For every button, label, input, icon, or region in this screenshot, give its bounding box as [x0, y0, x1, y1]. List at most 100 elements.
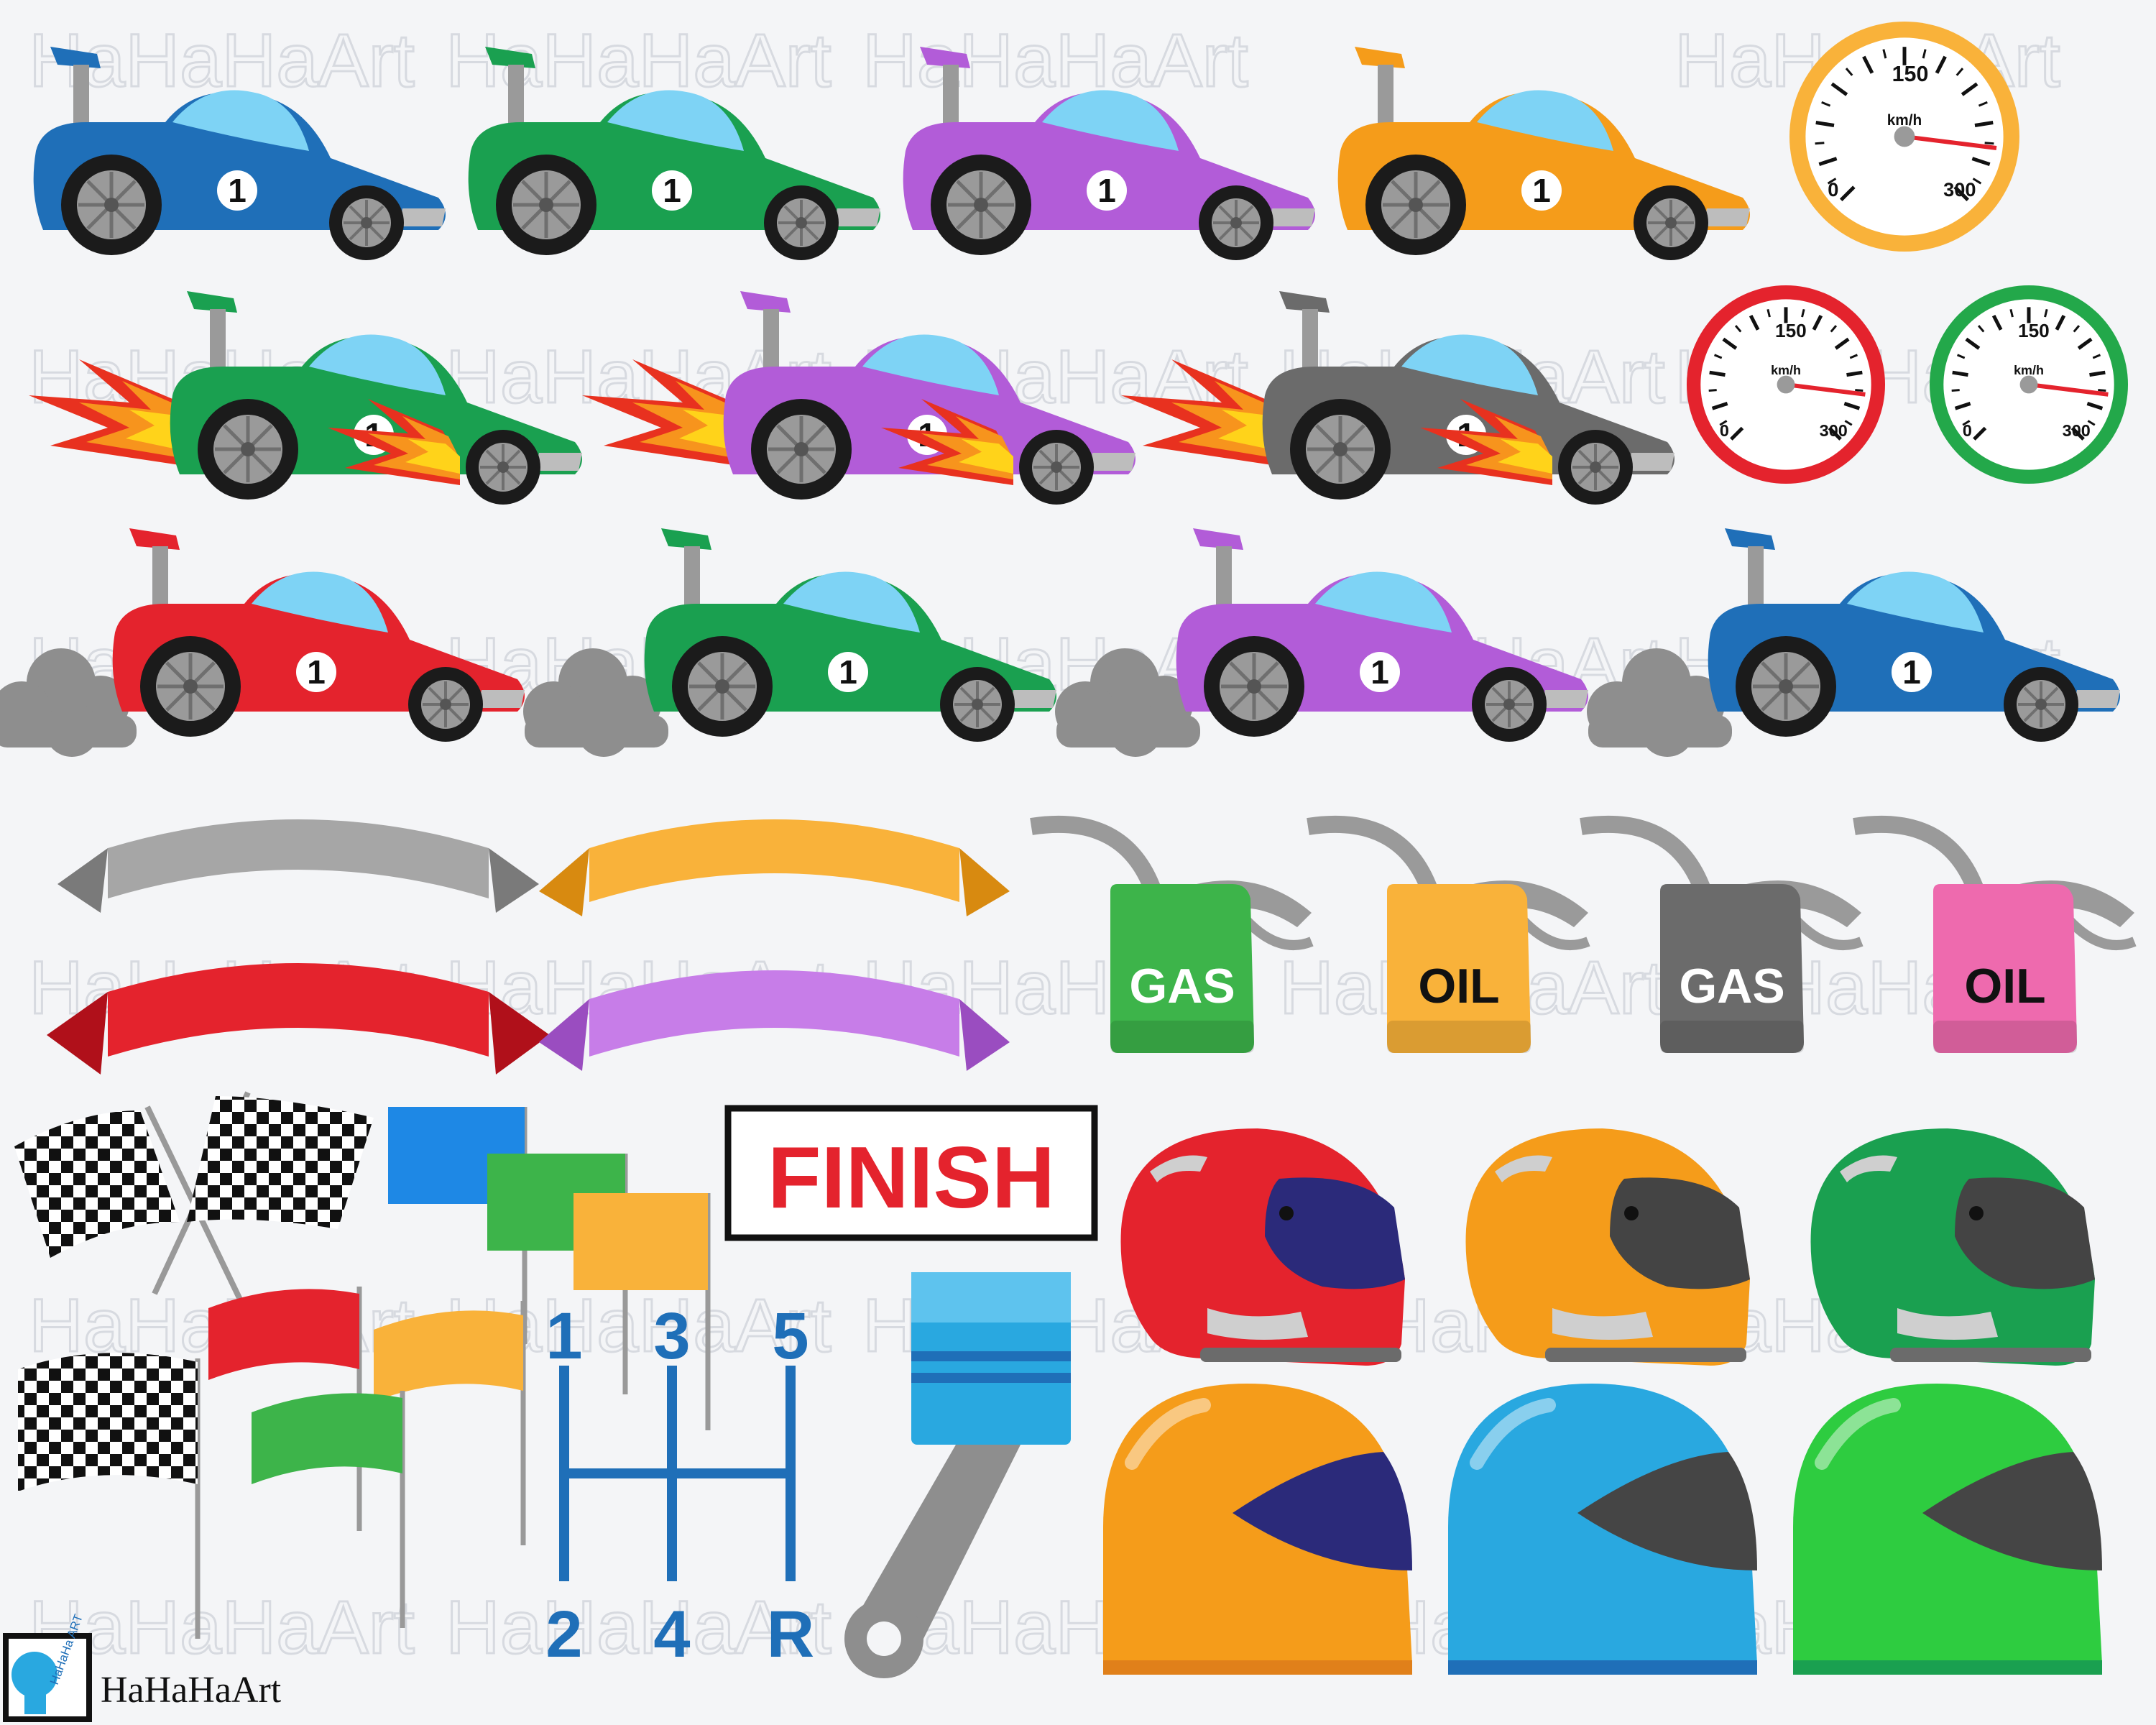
car-front-wheel — [763, 184, 840, 262]
brand-logo: HaHaHa ART — [3, 1612, 92, 1722]
gauge-tick — [2087, 420, 2096, 426]
gauge-tick — [2092, 354, 2101, 359]
gauge-unit-label: km/h — [2014, 363, 2044, 377]
helmet-visor — [1265, 1177, 1405, 1289]
full-face-helmet — [1120, 1128, 1405, 1366]
gauge-unit-label: km/h — [1887, 112, 1922, 129]
brand-name: HaHaHaArt — [101, 1670, 282, 1711]
fuel-can-body — [1660, 884, 1804, 1053]
gauge-tick — [1846, 370, 1863, 377]
spoiler-post — [508, 65, 524, 126]
helmet-visor — [1577, 1452, 1757, 1570]
fuel-hose — [1853, 816, 1985, 895]
car-number-disc — [652, 170, 692, 211]
car-rear-wheel — [1290, 399, 1391, 500]
ribbon-gray — [57, 819, 539, 913]
helmet-visor — [1233, 1452, 1412, 1570]
gauge-mid-label: 150 — [2018, 320, 2050, 341]
waving-checkered-flag — [18, 1353, 201, 1639]
car-nose-tip — [834, 208, 880, 226]
spoiler-post — [763, 309, 779, 370]
gear-4: 4 — [653, 1598, 690, 1671]
car-rear-wheel — [61, 155, 162, 255]
gauge-tick — [1991, 314, 2003, 331]
gauge-tick — [1749, 314, 1760, 331]
gauge-tick — [1862, 55, 1874, 74]
car-windshield — [862, 334, 999, 395]
gauge-tick — [1830, 82, 1848, 96]
car-number: 1 — [307, 653, 326, 691]
car-spoiler — [661, 528, 711, 550]
car-windshield — [252, 571, 388, 632]
gauge-tick — [1955, 68, 1964, 76]
gauge-tick — [1971, 157, 1991, 166]
car-spoiler — [740, 291, 791, 313]
gear-shift-diagram — [559, 1366, 796, 1581]
gauge-tick — [1834, 337, 1850, 350]
gauge-hub — [2019, 375, 2038, 394]
watermark-text: HaHaHaArt — [446, 1586, 831, 1670]
car-spoiler — [1355, 47, 1405, 68]
car-number: 1 — [1370, 653, 1389, 691]
car-number-disc — [1892, 652, 1932, 692]
gauge-tick — [1978, 101, 1988, 107]
gauge-tick — [2089, 370, 2106, 377]
gauge-tick — [1709, 370, 1726, 377]
gauge-needle — [2028, 382, 2109, 397]
gauge-tick — [1815, 142, 1825, 145]
car-rear-wheel — [496, 155, 596, 255]
ribbon-yellow — [539, 819, 1010, 916]
full-face-helmet — [1810, 1128, 2095, 1366]
race-car: 1 — [0, 528, 525, 757]
gauge-tick — [1719, 420, 1728, 426]
gauge-tick — [1922, 49, 1927, 59]
gauge-tick — [1821, 101, 1831, 107]
car-windshield — [783, 571, 920, 632]
flag-green-waving — [252, 1391, 405, 1628]
car-spoiler — [187, 291, 237, 313]
car-windshield — [607, 90, 744, 151]
gauge-tick — [1766, 308, 1771, 318]
car-front-wheel — [939, 666, 1016, 743]
gauge-tick — [1951, 389, 1960, 392]
car-number-disc — [296, 652, 336, 692]
spoiler-post — [1378, 65, 1393, 126]
fuel-can: GAS — [1030, 816, 1314, 1053]
gauge-tick — [1734, 325, 1742, 333]
car-front-wheel — [2002, 666, 2080, 743]
race-car: 1 — [1055, 528, 1588, 757]
fuel-hose — [1030, 816, 1162, 895]
car-windshield — [1315, 571, 1452, 632]
gauge-tick — [1812, 314, 1823, 331]
gauge-hub — [1894, 126, 1915, 147]
car-nose-tip — [399, 208, 446, 226]
flag-orange — [573, 1193, 711, 1430]
gauge-mid-label: 150 — [1892, 62, 1929, 86]
gauge-mid-label: 150 — [1775, 320, 1807, 341]
gauge-tick — [1828, 426, 1842, 441]
gauge-tick — [1961, 82, 1978, 96]
gauge-tick — [1953, 185, 1970, 202]
spoiler-post — [1216, 546, 1232, 607]
gauge-tick — [1839, 185, 1856, 202]
colored-flags — [208, 1107, 711, 1628]
gauge-max-label: 300 — [1820, 421, 1848, 440]
fuel-can-label: GAS — [1679, 959, 1784, 1013]
spoiler-post — [152, 546, 168, 607]
gauge-tick — [1984, 142, 1994, 145]
car-spoiler — [50, 47, 101, 68]
fuel-can: GAS — [1580, 816, 1864, 1053]
race-car: 1 — [903, 47, 1315, 262]
spoiler-post — [684, 546, 700, 607]
car-nose-tip — [1542, 690, 1588, 708]
car-number: 1 — [663, 172, 681, 209]
helmet-visor — [1955, 1177, 2095, 1289]
gauge-tick — [1801, 308, 1805, 318]
gauge-tick — [1827, 178, 1837, 185]
race-car: 1 — [29, 291, 582, 506]
gauge-tick — [1711, 402, 1728, 410]
flag-orange-waving — [374, 1301, 526, 1545]
